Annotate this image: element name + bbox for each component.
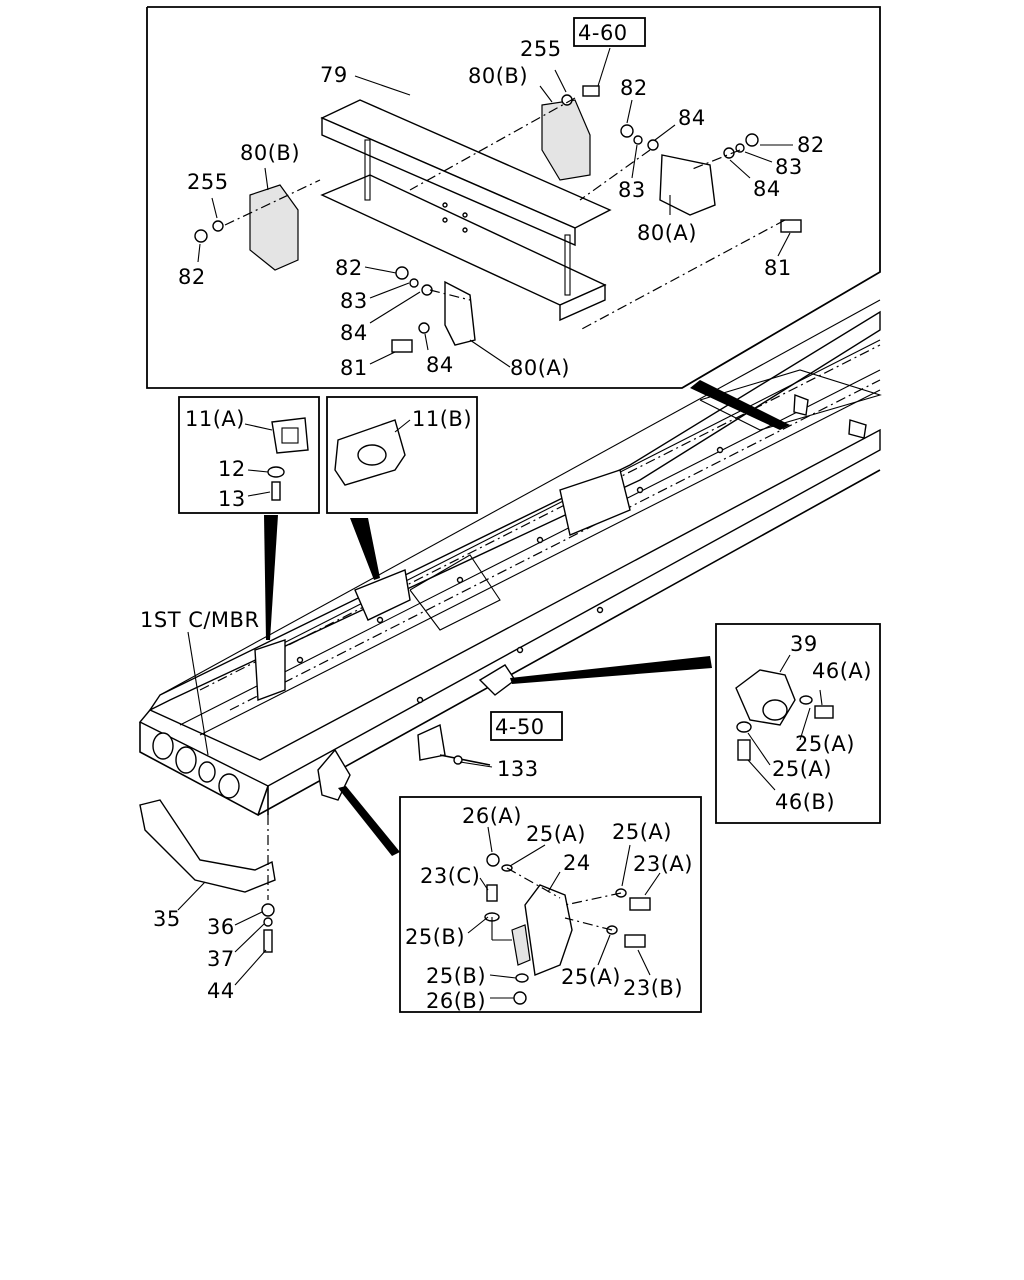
- label-84-bottom: 84: [426, 353, 454, 377]
- label-25b-d1: 25(B): [405, 925, 465, 949]
- label-81-low: 81: [340, 356, 368, 380]
- label-82-low: 82: [335, 256, 363, 280]
- label-11a: 11(A): [185, 407, 245, 431]
- label-81-right: 81: [764, 256, 792, 280]
- label-23a: 23(A): [633, 852, 693, 876]
- label-84-low: 84: [340, 321, 368, 345]
- leader-44: [234, 949, 267, 986]
- leader-35: [177, 881, 206, 911]
- label-25a-d1: 25(A): [526, 822, 586, 846]
- label-255-left: 255: [187, 170, 229, 194]
- label-83-low: 83: [340, 289, 368, 313]
- ref-4-50-box: [490, 711, 563, 741]
- label-83-mid: 83: [618, 178, 646, 202]
- label-82-right: 82: [797, 133, 825, 157]
- label-25a-m2: 25(A): [772, 757, 832, 781]
- label-133: 133: [497, 757, 539, 781]
- label-37: 37: [207, 947, 235, 971]
- label-36: 36: [207, 915, 235, 939]
- label-44: 44: [207, 979, 235, 1003]
- label-25a-d2: 25(A): [612, 820, 672, 844]
- ref-4-50-label: 4-50: [495, 715, 545, 739]
- label-25a-d3: 25(A): [561, 965, 621, 989]
- label-80b-top: 80(B): [468, 64, 528, 88]
- leader-1st-cmbr: [187, 631, 209, 756]
- inset-24: [399, 796, 702, 1013]
- label-255-top: 255: [520, 37, 562, 61]
- label-25b-d2: 25(B): [426, 964, 486, 988]
- label-26b: 26(B): [426, 989, 486, 1013]
- label-46b: 46(B): [775, 790, 835, 814]
- leader-133: [459, 761, 493, 768]
- label-46a: 46(A): [812, 659, 872, 683]
- chassis-frame: [138, 299, 882, 953]
- label-79: 79: [320, 63, 348, 87]
- leader-37: [234, 923, 265, 953]
- label-35: 35: [153, 907, 181, 931]
- top-inset: [146, 6, 881, 389]
- label-25a-m1: 25(A): [795, 732, 855, 756]
- rivets: [296, 446, 724, 704]
- label-80b-left: 80(B): [240, 141, 300, 165]
- leader-36: [234, 911, 263, 926]
- label-80a-bottom: 80(A): [510, 356, 570, 380]
- inset-11b: [326, 396, 478, 514]
- label-23c: 23(C): [420, 864, 480, 888]
- pointer-11b: [350, 518, 380, 580]
- pointer-top-inset: [690, 380, 790, 430]
- label-39: 39: [790, 632, 818, 656]
- label-12: 12: [218, 457, 246, 481]
- pointer-39: [510, 656, 712, 684]
- label-24: 24: [563, 851, 591, 875]
- pointer-11a: [264, 515, 278, 640]
- inset-39: [715, 623, 881, 824]
- label-23b: 23(B): [623, 976, 683, 1000]
- label-26a: 26(A): [462, 804, 522, 828]
- inset-11a: [178, 396, 320, 514]
- label-84-right: 84: [753, 177, 781, 201]
- label-80a-right: 80(A): [637, 221, 697, 245]
- label-11b: 11(B): [412, 407, 472, 431]
- label-82-left: 82: [178, 265, 206, 289]
- pointer-24: [338, 786, 400, 856]
- label-83-right: 83: [775, 155, 803, 179]
- label-13: 13: [218, 487, 246, 511]
- label-82-top: 82: [620, 76, 648, 100]
- ref-4-60-label: 4-60: [578, 21, 628, 45]
- label-1st-cmbr: 1ST C/MBR: [140, 608, 260, 632]
- label-84-top: 84: [678, 106, 706, 130]
